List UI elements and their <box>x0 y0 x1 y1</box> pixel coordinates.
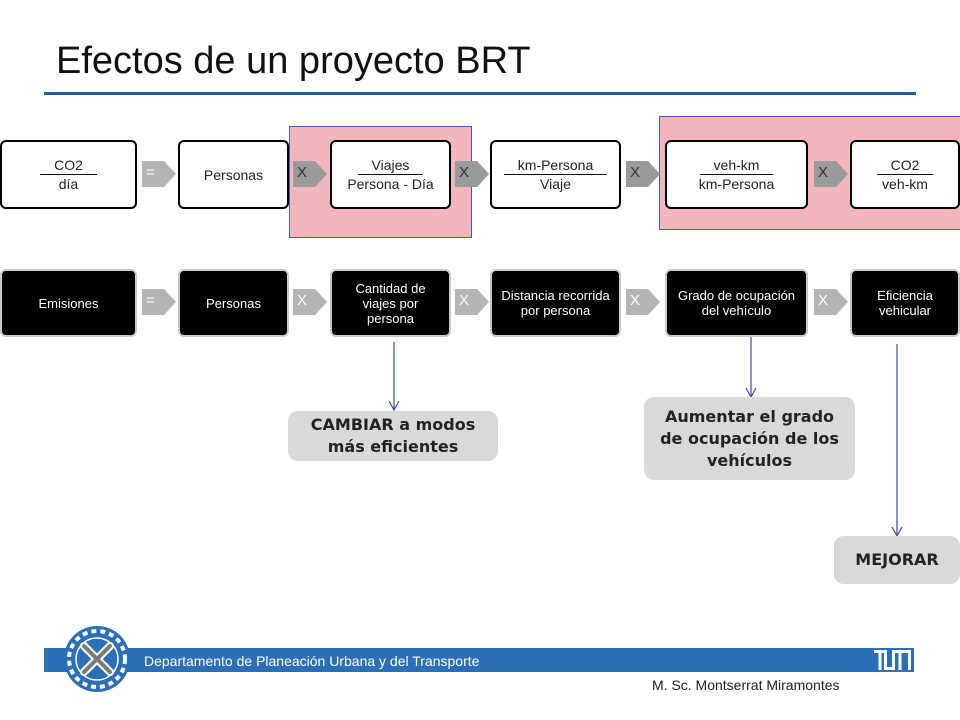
operator-symbol: X <box>630 164 641 181</box>
concept-grado-ocupacion: Grado de ocupación del vehículo <box>665 269 808 337</box>
numerator: km-Persona <box>503 157 608 175</box>
concept-distancia-recorrida: Distancia recorrida por persona <box>490 269 621 337</box>
operator-times-arrow: X <box>814 161 848 187</box>
numerator: CO2 <box>876 157 934 175</box>
numerator: Viajes <box>357 157 424 175</box>
concept-label: Eficiencia vehicular <box>877 288 933 318</box>
operator-times-arrow: X <box>455 289 489 315</box>
denominator: Viaje <box>540 176 571 192</box>
callout-text: Aumentar el grado de ocupación de los ve… <box>660 406 839 470</box>
operator-times-arrow: X <box>293 289 327 315</box>
operator-symbol: X <box>630 292 641 309</box>
callout-text: CAMBIAR a modos más eficientes <box>310 415 476 456</box>
operator-equals-arrow: = <box>142 289 176 315</box>
numerator: CO2 <box>40 157 97 175</box>
operator-equals-arrow: = <box>142 161 176 187</box>
denominator: Persona - Día <box>347 176 434 192</box>
numerator: veh-km <box>699 157 774 175</box>
denominator: km-Persona <box>698 176 775 192</box>
operator-symbol: X <box>459 292 470 309</box>
operator-times-arrow: X <box>626 289 660 315</box>
operator-times-arrow: X <box>814 289 848 315</box>
operator-symbol: = <box>146 164 155 181</box>
operator-symbol: X <box>459 164 470 181</box>
callout-aumentar: Aumentar el grado de ocupación de los ve… <box>644 397 855 480</box>
operator-times-arrow: X <box>626 161 660 187</box>
footer-bar <box>44 648 914 672</box>
operator-symbol: X <box>297 292 308 309</box>
concept-label: Distancia recorrida por persona <box>501 288 610 318</box>
callout-text: MEJORAR <box>855 550 939 569</box>
concept-personas: Personas <box>178 269 289 337</box>
author-credit: M. Sc. Montserrat Miramontes <box>652 677 840 693</box>
callout-cambiar: CAMBIAR a modos más eficientes <box>288 411 498 461</box>
callout-mejorar: MEJORAR <box>834 536 960 584</box>
footer-department: Departamento de Planeación Urbana y del … <box>144 653 480 669</box>
operator-symbol: X <box>818 292 829 309</box>
concept-label: Personas <box>206 295 261 311</box>
arrowhead <box>388 400 400 412</box>
concept-label: Cantidad de viajes por persona <box>355 280 426 326</box>
denominator: veh-km <box>882 176 928 192</box>
tum-logo <box>874 650 911 670</box>
title-divider <box>44 92 916 95</box>
denominator: día <box>58 176 79 192</box>
term-label: Personas <box>203 166 264 183</box>
operator-times-arrow: X <box>455 161 489 187</box>
concept-emisiones: Emisiones <box>0 269 137 337</box>
page-title: Efectos de un proyecto BRT <box>56 40 531 82</box>
operator-symbol: X <box>818 164 829 181</box>
operator-times-arrow: X <box>293 161 327 187</box>
concept-eficiencia-vehicular: Eficiencia vehicular <box>850 269 960 337</box>
concept-cantidad-viajes: Cantidad de viajes por persona <box>330 269 451 337</box>
concept-label: Grado de ocupación del vehículo <box>677 288 796 318</box>
department-logo <box>64 626 130 692</box>
formula-term-personas: Personas <box>178 140 289 209</box>
operator-symbol: = <box>146 292 155 309</box>
concept-label: Emisiones <box>38 295 99 311</box>
operator-symbol: X <box>297 164 308 181</box>
